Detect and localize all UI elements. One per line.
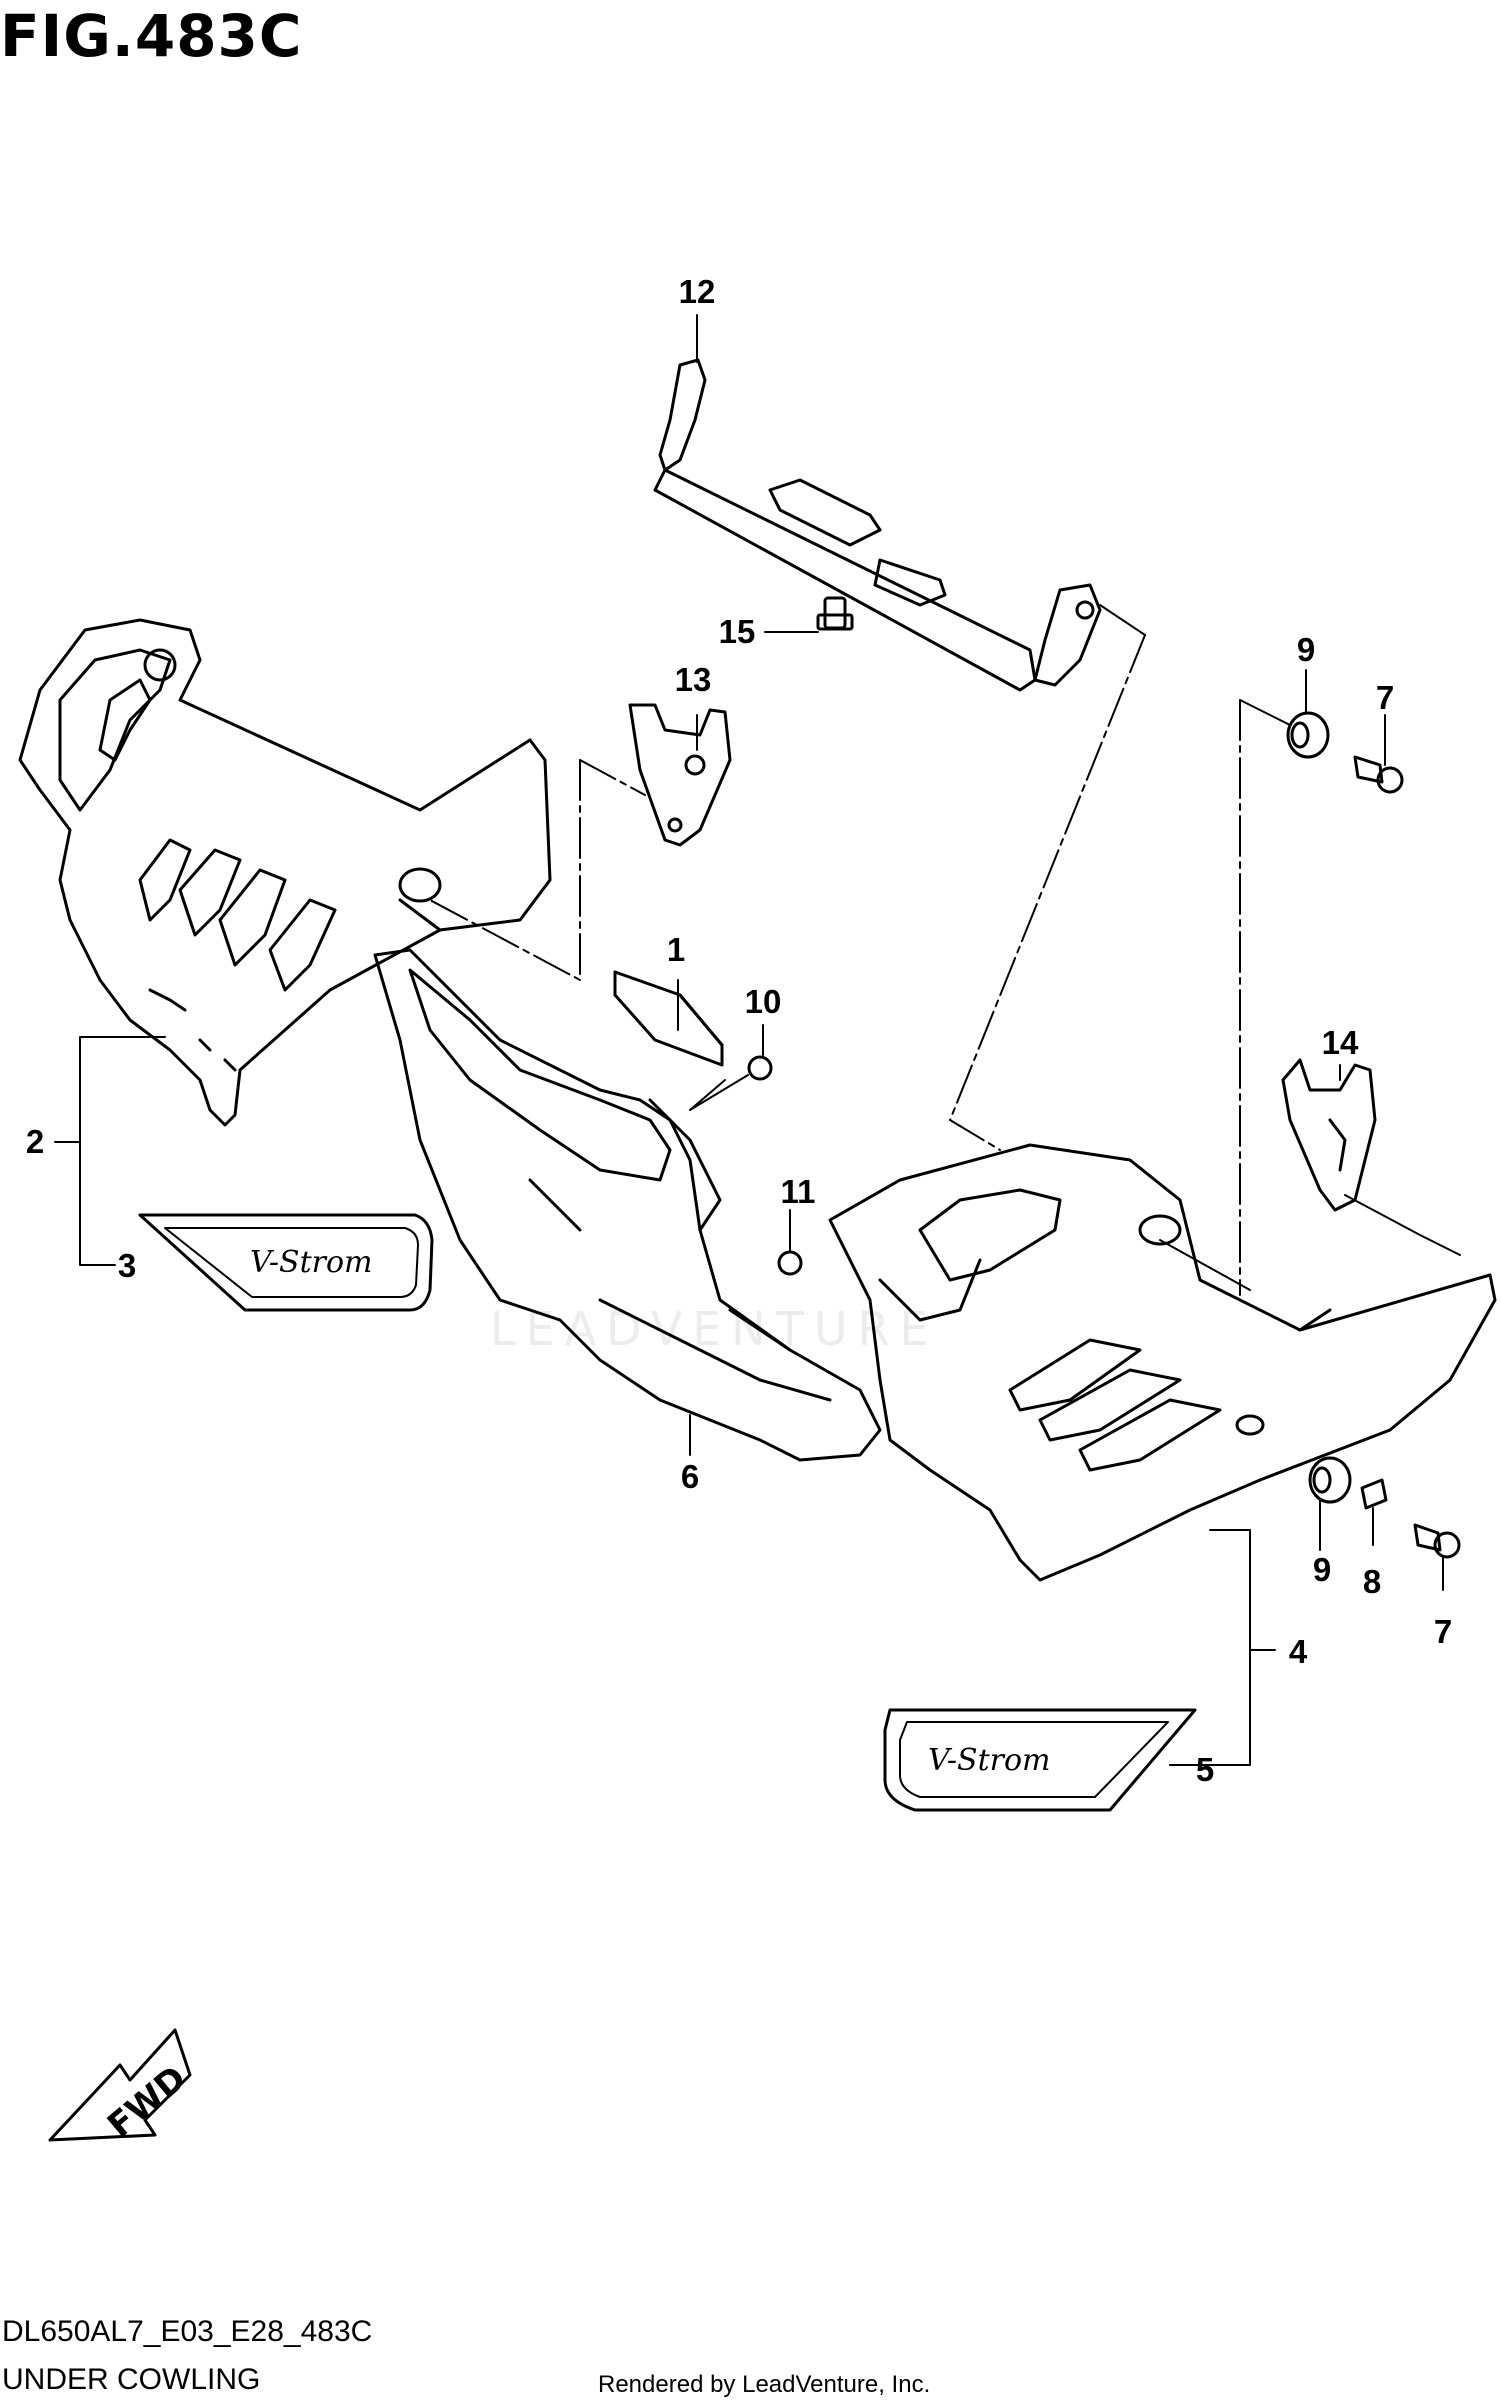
bolt-part-7-lower [1413,1523,1461,1559]
render-credit: Rendered by LeadVenture, Inc. [598,2371,931,2398]
right-under-cowling-part-4 [828,1143,1497,1582]
callout-11: 11 [780,1173,816,1210]
watermark: LEADVENTURE [490,1302,939,1356]
bracket-part-13 [628,703,732,847]
callout-14: 14 [1321,1024,1359,1061]
callout-8: 8 [1362,1563,1382,1600]
right-emblem-part-5: V-Strom [883,1708,1197,1812]
fastener-part-11 [777,1250,803,1276]
callout-15: 15 [718,613,756,650]
callout-6: 6 [680,1458,700,1495]
bracket-part-14 [1281,1058,1421,1236]
grommet-part-9-upper [1239,699,1330,759]
center-cowling-part-6 [373,948,882,1462]
callout-1: 1 [666,931,686,968]
callout-2: 2 [25,1123,45,1160]
callout-5: 5 [1195,1751,1215,1788]
bolt-part-15 [764,596,854,633]
collar-part-8 [1360,1478,1388,1510]
callout-4: 4 [1288,1633,1308,1670]
fwd-arrow-icon: FWD [48,2028,194,2146]
section-name: UNDER COWLING [2,2363,261,2396]
grommet-part-9-lower [1308,1456,1352,1504]
pad-part-1 [613,970,724,1067]
left-under-cowling-part-2 [18,618,552,1127]
callout-13: 13 [674,661,712,698]
callout-12: 12 [678,273,716,310]
figure-title: FIG.483C [0,2,303,70]
leader-lines [54,314,1444,1766]
callout-7-lower: 7 [1433,1613,1453,1650]
callout-7-upper: 7 [1375,679,1395,716]
left-emblem-part-3: V-Strom [138,1213,434,1312]
bracket-bar-part-12 [653,358,1146,692]
bolt-part-7-upper [1353,755,1404,794]
callout-9-upper: 9 [1296,631,1316,668]
callout-9-lower: 9 [1312,1551,1332,1588]
right-logo-text: V-Strom [928,1743,1051,1778]
callout-10: 10 [744,983,782,1020]
fastener-part-10 [689,1055,773,1111]
left-logo-text: V-Strom [250,1245,373,1280]
callout-3: 3 [117,1247,137,1284]
model-code: DL650AL7_E03_E28_483C [2,2315,373,2348]
assembly-lines [429,634,1461,1296]
